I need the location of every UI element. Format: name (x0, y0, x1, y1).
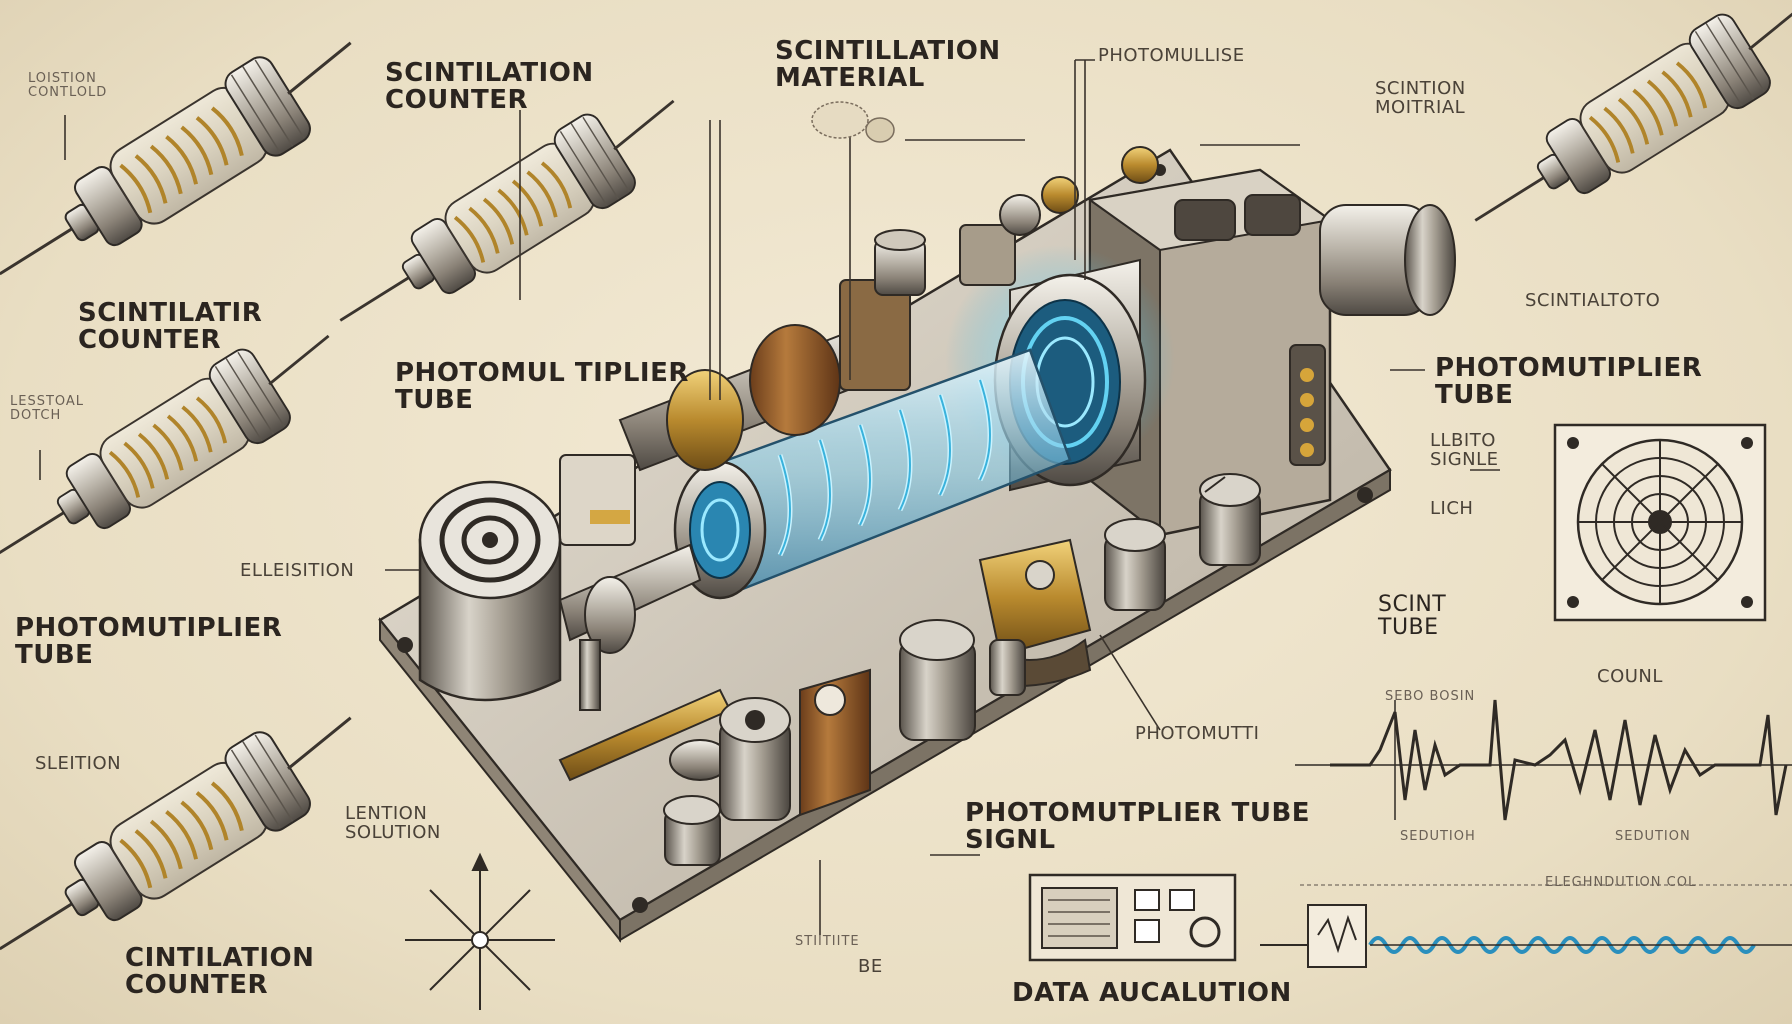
scintillation-material-sketch (811, 101, 895, 143)
main-photomultiplier-tube (558, 245, 1175, 711)
label-elleisition: ELLEISITION (240, 560, 355, 581)
data-acquisition-unit (1028, 873, 1237, 962)
front-components (558, 473, 1261, 866)
label-lich: LICH (1430, 498, 1474, 519)
label-data-acquisition: DATA AUCALUTION (1012, 978, 1292, 1008)
side-tube-top-right (1449, 0, 1792, 262)
label-stiitiite: STIITIITE (795, 934, 860, 949)
label-sleition-left: SLEITION (35, 753, 122, 774)
label-scintialtoto: SCINTIALTOTO (1525, 290, 1661, 311)
label-counl: COUNL (1597, 666, 1663, 687)
label-signal-strip: ELEGHNDUTION COL (1545, 875, 1697, 890)
large-knob (418, 480, 562, 702)
label-wave-sub1: SEDUTIOH (1400, 829, 1476, 844)
signal-waveform (1295, 699, 1792, 821)
compass-rose (405, 852, 555, 1010)
signal-strip (1260, 884, 1792, 968)
side-tube-top-left (0, 8, 384, 317)
rail-components (559, 176, 1079, 546)
label-photomutti: PHOTOMUTTI (1135, 723, 1260, 744)
leader-lines (39, 59, 1581, 935)
cooling-fan-panel (1553, 423, 1767, 622)
label-wave-small: SEBO BOSIN (1385, 689, 1476, 704)
label-be: BE (858, 956, 883, 977)
label-wave-sub2: SEDUTION (1615, 829, 1691, 844)
label-photomullise: PHOTOMULLISE (1098, 45, 1245, 66)
